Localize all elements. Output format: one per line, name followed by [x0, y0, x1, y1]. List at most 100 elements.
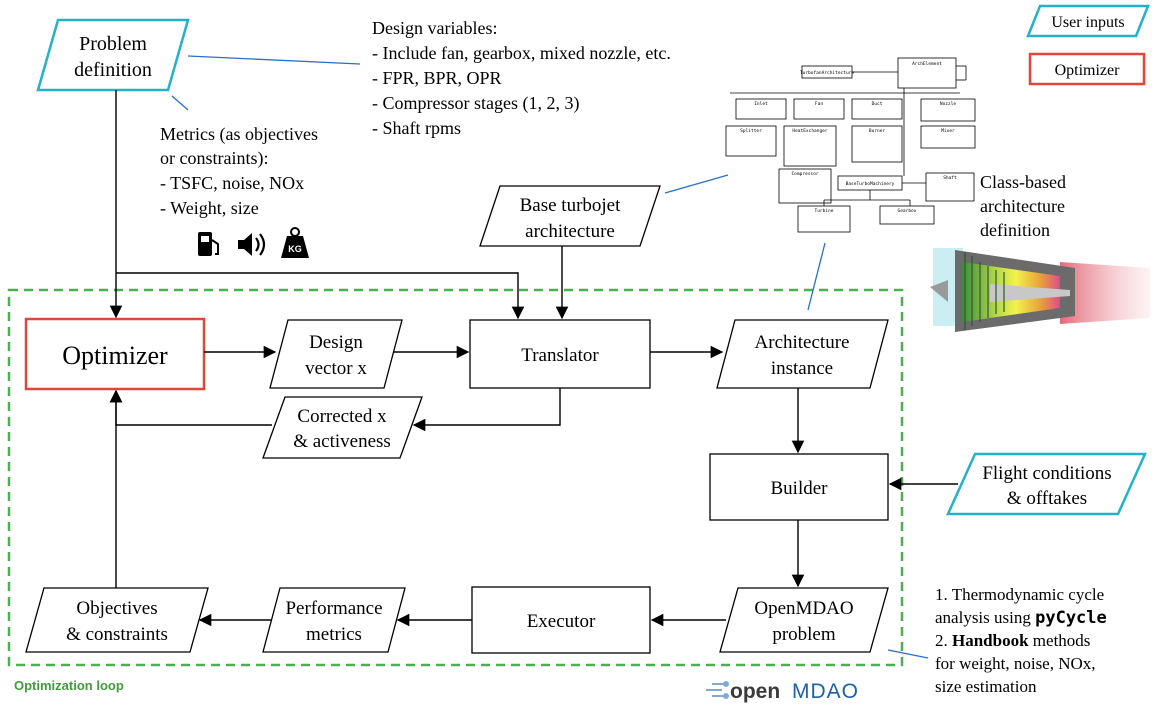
note-line1: 1. Thermodynamic cycle: [935, 585, 1104, 604]
arrow-translator-to-corrected: [412, 388, 561, 432]
design-vector-line1: Design: [309, 332, 363, 353]
uml-class-labels: TurbofanArchitecture ArchElement Inlet F…: [740, 61, 957, 214]
note-line2: analysis using pyCycle: [935, 608, 1107, 628]
annotation-line-notes: [887, 649, 929, 659]
uml-class-name: Burner: [869, 128, 886, 134]
uml-class-name: ArchElement: [912, 61, 942, 67]
uml-class-name: Gearbox: [898, 208, 917, 214]
performance-metrics-line2: metrics: [306, 624, 362, 645]
design-variable-item: - FPR, BPR, OPR: [372, 68, 502, 88]
openmdao-problem-line2: problem: [772, 624, 836, 645]
note-line3-prefix: 2.: [935, 631, 952, 650]
legend-optimizer-shape: [1028, 52, 1146, 86]
executor-label: Executor: [527, 611, 596, 632]
fuel-pump-icon: [198, 232, 219, 256]
annotation-line-design-variables: [187, 55, 361, 65]
corrected-x-line2: & activeness: [293, 431, 391, 452]
performance-metrics-line1: Performance: [285, 598, 382, 619]
uml-class-name: Duct: [872, 101, 883, 107]
flight-conditions-node: [946, 452, 1147, 516]
builder-node: [709, 453, 889, 521]
class-based-label-line2: architecture: [980, 196, 1065, 216]
uml-class-name: Mixer: [941, 128, 955, 134]
design-vector-node: [269, 319, 403, 389]
metrics-heading-line1: Metrics (as objectives: [160, 124, 318, 145]
legend-user-inputs-shape: [1026, 4, 1150, 38]
uml-class-name: Turbine: [815, 208, 834, 214]
uml-class-name: HeatExchanger: [792, 128, 828, 134]
design-variable-item: - Include fan, gearbox, mixed nozzle, et…: [372, 43, 671, 63]
performance-metrics-node: [262, 587, 406, 653]
logo-mdao-text: MDAO: [792, 680, 859, 703]
optimizer-label: Optimizer: [62, 341, 168, 370]
uml-class-name: Nozzle: [940, 101, 957, 107]
annotation-line-class-diagram: [664, 174, 729, 194]
arrow-corrected-to-optimizer: [109, 389, 272, 426]
note-line3: 2. Handbook methods: [935, 631, 1090, 650]
note-line5: size estimation: [935, 677, 1037, 696]
note-line2-text: analysis using: [935, 608, 1035, 627]
uml-class-name: Fan: [815, 101, 823, 107]
note-handbook: Handbook: [952, 631, 1029, 650]
base-turbojet-line1: Base turbojet: [520, 195, 622, 216]
uml-class-name: Splitter: [740, 128, 762, 134]
uml-class-name: Compressor: [791, 171, 818, 177]
note-line3-suffix: methods: [1029, 631, 1091, 650]
translator-label: Translator: [521, 345, 599, 366]
architecture-instance-node: [716, 319, 889, 389]
annotation-line-metrics: [171, 95, 189, 111]
flight-conditions-line1: Flight conditions: [982, 463, 1111, 484]
objectives-constraints-line2: & constraints: [66, 624, 168, 645]
logo-open-text: open: [730, 680, 780, 703]
base-turbojet-line2: architecture: [525, 221, 615, 242]
metrics-item: - TSFC, noise, NOx: [160, 173, 304, 193]
speaker-icon: [238, 233, 266, 256]
design-variables-heading: Design variables:: [372, 18, 497, 38]
legend: User inputs Optimizer: [1026, 4, 1150, 86]
openmdao-problem-line1: OpenMDAO: [754, 598, 853, 619]
notes-block: 1. Thermodynamic cycle analysis using py…: [935, 585, 1107, 696]
flow-arrows: [109, 90, 958, 627]
metrics-item: - Weight, size: [160, 198, 259, 218]
uml-class-name: Shaft: [943, 175, 957, 181]
weight-kg-label: KG: [288, 244, 302, 254]
metrics-list: Metrics (as objectives or constraints): …: [160, 124, 318, 218]
design-variable-item: - Shaft rpms: [372, 118, 461, 138]
corrected-x-line1: Corrected x: [297, 406, 387, 427]
base-turbojet-node: [479, 185, 661, 247]
uml-class-name: BaseTurboMachinery: [846, 181, 895, 187]
metrics-heading-line2: or constraints):: [160, 148, 268, 169]
architecture-instance-line1: Architecture: [755, 332, 850, 353]
annotation-line-architecture-instance: [807, 242, 826, 311]
uml-class-diagram: [725, 57, 976, 233]
design-variables-list: Design variables: - Include fan, gearbox…: [372, 18, 671, 138]
engine-illustration: [930, 248, 1150, 332]
legend-user-inputs-label: User inputs: [1051, 14, 1124, 31]
optimization-loop-label: Optimization loop: [14, 678, 124, 693]
uml-class-name: TurbofanArchitecture: [800, 70, 854, 76]
problem-definition-node: [36, 18, 190, 92]
executor-node: [471, 586, 651, 654]
optimizer-node: [24, 317, 206, 391]
translator-node: [469, 319, 651, 389]
objectives-constraints-node: [25, 587, 209, 653]
builder-label: Builder: [771, 478, 829, 499]
problem-definition-line1: Problem: [79, 33, 147, 55]
class-based-label-line1: Class-based: [980, 172, 1066, 192]
architecture-instance-line2: instance: [771, 358, 833, 379]
note-pycycle: pyCycle: [1035, 608, 1107, 628]
note-line4: for weight, noise, NOx,: [935, 654, 1096, 673]
flight-conditions-line2: & offtakes: [1007, 488, 1087, 509]
uml-class-name: Inlet: [754, 101, 768, 107]
weight-kg-icon: KG: [281, 227, 309, 258]
design-variable-item: - Compressor stages (1, 2, 3): [372, 93, 579, 114]
class-based-label-line3: definition: [980, 220, 1050, 240]
objectives-constraints-line1: Objectives: [76, 598, 157, 619]
arrow-problem-to-translator: [116, 272, 525, 320]
openmdao-logo: open MDAO: [706, 680, 859, 703]
design-vector-line2: vector x: [305, 358, 367, 379]
corrected-x-node: [262, 396, 423, 459]
openmdao-problem-node: [719, 587, 889, 653]
problem-definition-line2: definition: [74, 59, 152, 81]
